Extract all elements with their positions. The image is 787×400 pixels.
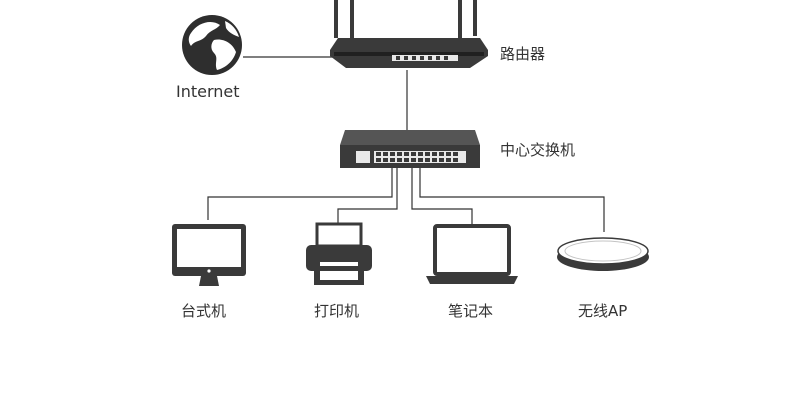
wireless-ap-icon [557, 237, 649, 271]
router-icon [330, 0, 488, 68]
link-switch-desktop [207, 168, 393, 220]
laptop-label: 笔记本 [448, 302, 494, 320]
router-label: 路由器 [500, 45, 546, 63]
internet-label: Internet [176, 82, 240, 101]
wireless-ap-label: 无线AP [578, 302, 628, 320]
switch-icon [340, 130, 480, 168]
switch-label: 中心交换机 [500, 141, 576, 159]
laptop-icon [426, 224, 518, 284]
printer-label: 打印机 [314, 302, 360, 320]
printer-icon [306, 222, 372, 285]
link-switch-laptop [411, 168, 473, 224]
link-switch-ap [419, 168, 605, 232]
desktop-label: 台式机 [181, 302, 227, 320]
globe-icon [182, 15, 242, 75]
link-switch-printer [337, 168, 398, 224]
desktop-monitor-icon [172, 224, 246, 286]
connections [207, 56, 605, 232]
